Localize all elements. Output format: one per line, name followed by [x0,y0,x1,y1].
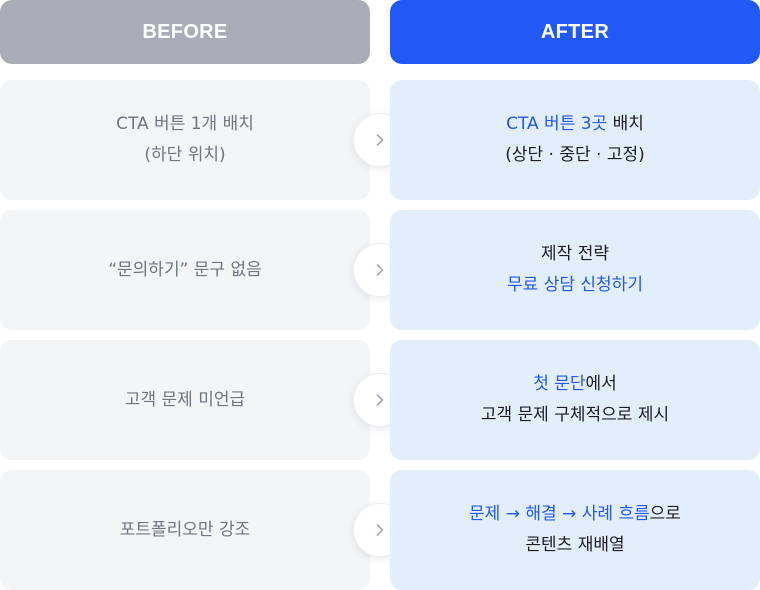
after-card-3: 첫 문단에서 고객 문제 구체적으로 제시 [390,340,760,460]
after-header: AFTER [390,0,760,64]
after-card-2-line-1: 제작 전략 [541,239,609,270]
before-card-4-line-1: 포트폴리오만 강조 [119,519,251,540]
after-card-1: CTA 버튼 3곳 배치 (상단 · 중단 · 고정) [390,80,760,200]
after-card-2-line-2: 무료 상담 신청하기 [507,270,643,301]
after-card-3-line-1-highlight: 첫 문단 [533,374,586,394]
after-card-4-line-1-highlight: 문제 → 해결 → 사례 흐름 [469,504,650,524]
after-card-4: 문제 → 해결 → 사례 흐름으로 콘텐츠 재배열 [390,470,760,590]
after-card-4-line-2-text: 콘텐츠 재배열 [525,535,625,555]
after-card-3-line-1: 첫 문단에서 [533,369,617,400]
after-card-2: 제작 전략 무료 상담 신청하기 [390,210,760,330]
after-card-3-line-1-text: 에서 [585,374,617,394]
after-card-2-line-2-highlight: 무료 상담 신청하기 [507,275,643,295]
after-card-4-line-2: 콘텐츠 재배열 [525,530,624,561]
after-card-1-line-2: (상단 · 중단 · 고정) [505,140,645,171]
before-card-4: 포트폴리오만 강조 [0,470,370,590]
before-card-1-line-2: (하단 위치) [144,145,226,165]
after-card-2-line-1-text: 제작 전략 [541,244,609,264]
after-card-1-line-1-highlight: CTA 버튼 3곳 [506,114,608,134]
before-card-3: 고객 문제 미언급 [0,340,370,460]
after-card-1-line-1: CTA 버튼 3곳 배치 [506,109,644,140]
before-card-2: “문의하기” 문구 없음 [0,210,370,330]
after-card-1-line-1-text: 배치 [607,114,644,134]
before-card-2-line-1: “문의하기” 문구 없음 [108,259,262,280]
before-header: BEFORE [0,0,370,64]
after-card-4-line-1-text: 으로 [649,504,681,524]
before-card-1-line-1: CTA 버튼 1개 배치 [116,114,254,134]
after-card-3-line-2: 고객 문제 구체적으로 제시 [481,400,669,431]
after-card-3-line-2-text: 고객 문제 구체적으로 제시 [480,405,670,425]
before-card-3-line-1: 고객 문제 미언급 [124,389,246,410]
before-card-1: CTA 버튼 1개 배치 (하단 위치) [0,80,370,200]
after-card-4-line-1: 문제 → 해결 → 사례 흐름으로 [469,499,681,530]
after-card-1-line-2-text: (상단 · 중단 · 고정) [505,145,645,165]
